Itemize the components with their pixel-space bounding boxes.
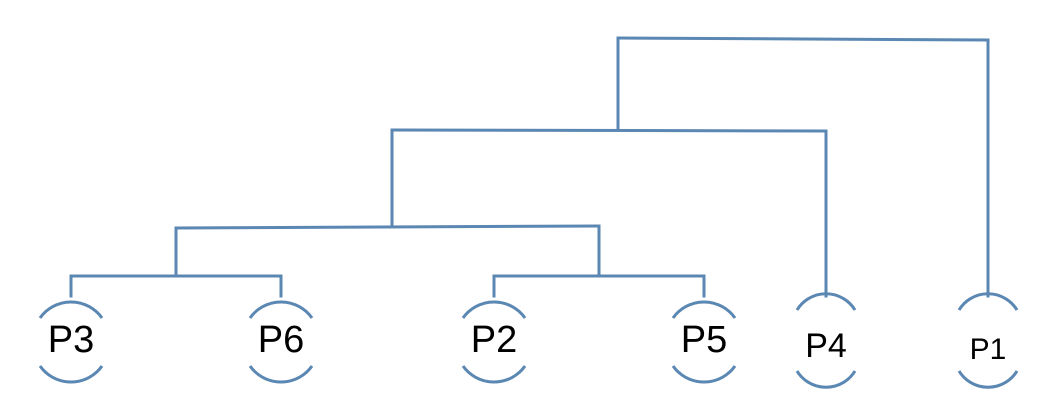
merge-link-root bbox=[616, 36, 990, 298]
leaf-arc-bottom bbox=[248, 365, 314, 384]
merge-link-p3p6-p2p5 bbox=[174, 128, 601, 231]
leaf-arc-bottom bbox=[795, 370, 857, 389]
leaf-node-p3: P3 bbox=[38, 300, 104, 384]
leaf-label: P3 bbox=[48, 319, 94, 361]
leaf-arc-top bbox=[38, 300, 104, 319]
merge-link-p3-p6 bbox=[69, 227, 283, 298]
leaf-arc-top bbox=[957, 292, 1019, 311]
leaf-node-p1: P1 bbox=[957, 292, 1019, 389]
leaf-arc-bottom bbox=[957, 370, 1019, 389]
merge-link-p2-p5 bbox=[492, 224, 706, 298]
leaf-arc-top bbox=[461, 300, 527, 319]
leaf-node-p5: P5 bbox=[671, 300, 737, 384]
leaf-label: P2 bbox=[471, 319, 517, 361]
leaf-arc-bottom bbox=[461, 365, 527, 384]
leaf-label: P5 bbox=[681, 319, 727, 361]
leaf-label: P6 bbox=[258, 319, 304, 361]
dendrogram-links bbox=[69, 36, 990, 298]
leaf-node-p2: P2 bbox=[461, 300, 527, 384]
leaf-arc-bottom bbox=[38, 365, 104, 384]
leaf-arc-top bbox=[795, 292, 857, 311]
leaf-node-p4: P4 bbox=[795, 292, 857, 389]
leaf-arc-bottom bbox=[671, 365, 737, 384]
leaf-label: P1 bbox=[970, 333, 1007, 366]
leaf-arc-top bbox=[248, 300, 314, 319]
leaf-label: P4 bbox=[805, 327, 847, 365]
leaf-node-p6: P6 bbox=[248, 300, 314, 384]
leaf-arc-top bbox=[671, 300, 737, 319]
merge-link-p4 bbox=[390, 36, 828, 298]
